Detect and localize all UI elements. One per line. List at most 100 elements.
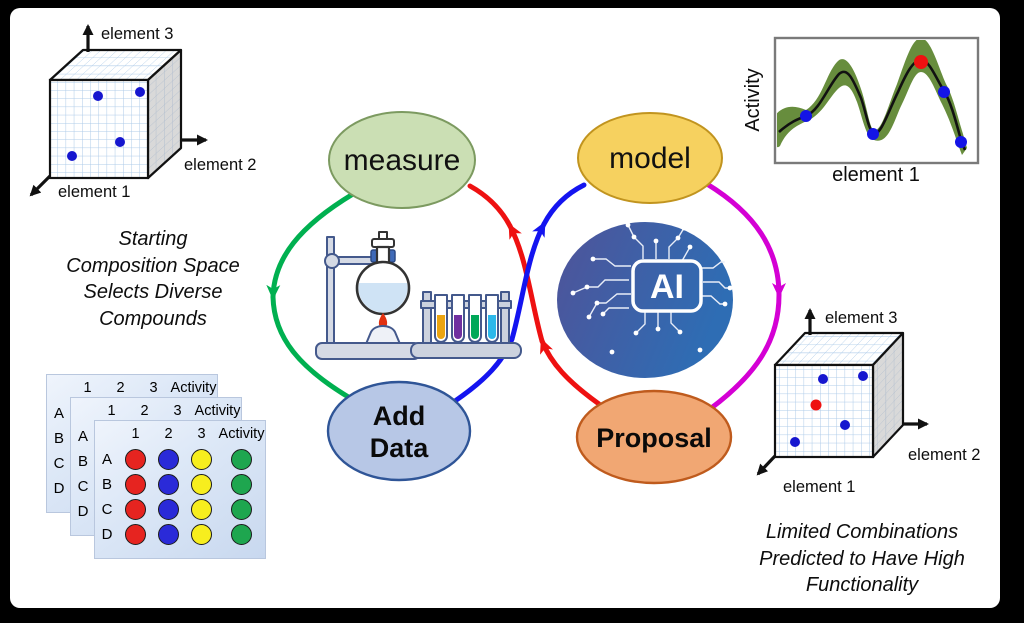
add-data-node	[326, 380, 472, 482]
measure-label: measure	[344, 144, 461, 177]
loop-nodes: measure model Add Data Proposal	[326, 111, 733, 485]
composition-cube-right: element 3 element 2 element 1	[756, 308, 980, 496]
caption-line: Selects Diverse	[83, 281, 223, 303]
measured-point	[955, 136, 967, 148]
caption-line: Predicted to Have High	[759, 547, 965, 570]
arc-adddata-to-model-2	[509, 221, 547, 342]
measured-point	[800, 110, 812, 122]
caption-line: Functionality	[805, 574, 919, 596]
col-header: Activity	[218, 426, 265, 442]
axis-element1-label: element 1	[58, 183, 130, 201]
sample-point	[67, 151, 77, 161]
well-dot-blue	[158, 524, 179, 545]
axis-element1-arrow	[756, 454, 777, 476]
caption-line: Compounds	[99, 307, 207, 330]
well-dot-green	[231, 524, 252, 545]
well-dot-green	[231, 474, 252, 495]
test-tube-rack-icon	[410, 291, 522, 359]
loop-arrows	[266, 181, 786, 412]
sample-point	[840, 420, 850, 430]
arc-measure-to-adddata-2	[270, 294, 353, 401]
caption-line: Starting	[118, 228, 188, 250]
well-dot-blue	[158, 474, 179, 495]
well-dot-green	[231, 449, 252, 470]
row-label: C	[101, 501, 113, 518]
row-label: B	[101, 476, 112, 493]
row-label: D	[101, 526, 113, 543]
col-header: 1	[107, 403, 116, 419]
col-header: 1	[131, 426, 140, 442]
well-dot-yellow	[191, 449, 212, 470]
proposal-label: Proposal	[596, 423, 712, 453]
row-label: C	[77, 478, 89, 495]
row-label: D	[77, 503, 89, 520]
axis-element1-label: element 1	[783, 478, 855, 496]
measured-point	[867, 128, 879, 140]
activity-plot: Activity element 1	[742, 36, 980, 186]
axis-element3-label: element 3	[825, 309, 897, 327]
axis-element3-label: element 3	[101, 25, 173, 43]
arc-proposal-to-measure-2	[507, 223, 545, 344]
arc-adddata-to-model-3	[541, 182, 587, 227]
col-header: 1	[83, 380, 92, 396]
model-node	[577, 112, 723, 204]
sample-point	[818, 374, 828, 384]
caption-line: Limited Combinations	[765, 521, 959, 543]
axis-element2-label: element 2	[908, 446, 980, 464]
well-dot-blue	[158, 499, 179, 520]
axis-element2-label: element 2	[184, 156, 256, 174]
proposed-point	[914, 55, 928, 69]
sample-point	[135, 87, 145, 97]
row-label: D	[53, 480, 65, 497]
row-label: B	[77, 453, 88, 470]
caption-starting-space: Starting Composition Space Selects Diver…	[28, 226, 278, 332]
well-dot-yellow	[191, 524, 212, 545]
plot-ylabel: Activity	[742, 68, 764, 131]
col-header: 2	[164, 426, 173, 442]
arc-measure-to-adddata	[266, 191, 356, 300]
arc-proposal-to-measure	[539, 338, 602, 407]
well-dot-yellow	[191, 499, 212, 520]
caption-line: Composition Space	[66, 254, 240, 277]
well-dot-green	[231, 499, 252, 520]
lab-equipment-icon	[315, 231, 522, 360]
well-dot-yellow	[191, 474, 212, 495]
ai-chip-frame	[631, 259, 703, 313]
ai-chip-label: AI	[650, 268, 684, 306]
col-header: 2	[140, 403, 149, 419]
plot-xlabel: element 1	[832, 164, 920, 186]
arc-proposal-to-measure-3	[467, 183, 513, 229]
arc-model-to-proposal-2	[707, 292, 782, 412]
col-header: 3	[173, 403, 182, 419]
measured-point	[938, 86, 950, 98]
sample-point	[115, 137, 125, 147]
add-data-label-line2: Data	[370, 433, 430, 463]
row-label: A	[101, 451, 112, 468]
row-label: A	[53, 405, 64, 422]
well-dot-red	[125, 474, 146, 495]
well-dot-red	[125, 449, 146, 470]
experiment-plate-card-front: 1 2 3 Activity A B C D	[94, 420, 266, 559]
col-header: 2	[116, 380, 125, 396]
well-dot-red	[125, 499, 146, 520]
sample-point	[858, 371, 868, 381]
row-label: B	[53, 430, 64, 447]
proposed-sample-point	[810, 399, 822, 411]
composition-cube-left: element 3 element 2 element 1	[29, 24, 256, 201]
col-header: 3	[197, 426, 206, 442]
row-label: A	[77, 428, 88, 445]
add-data-label-line1: Add	[373, 401, 425, 431]
col-header: Activity	[194, 403, 241, 419]
model-label: model	[609, 142, 691, 175]
sample-point	[93, 91, 103, 101]
well-dot-red	[125, 524, 146, 545]
axis-element1-arrow	[29, 174, 52, 197]
arc-model-to-proposal	[704, 181, 786, 298]
well-dot-blue	[158, 449, 179, 470]
measure-node	[328, 111, 476, 209]
proposal-node	[575, 389, 733, 485]
caption-limited-combinations: Limited Combinations Predicted to Have H…	[712, 519, 1012, 599]
row-label: C	[53, 455, 65, 472]
col-header: 3	[149, 380, 158, 396]
